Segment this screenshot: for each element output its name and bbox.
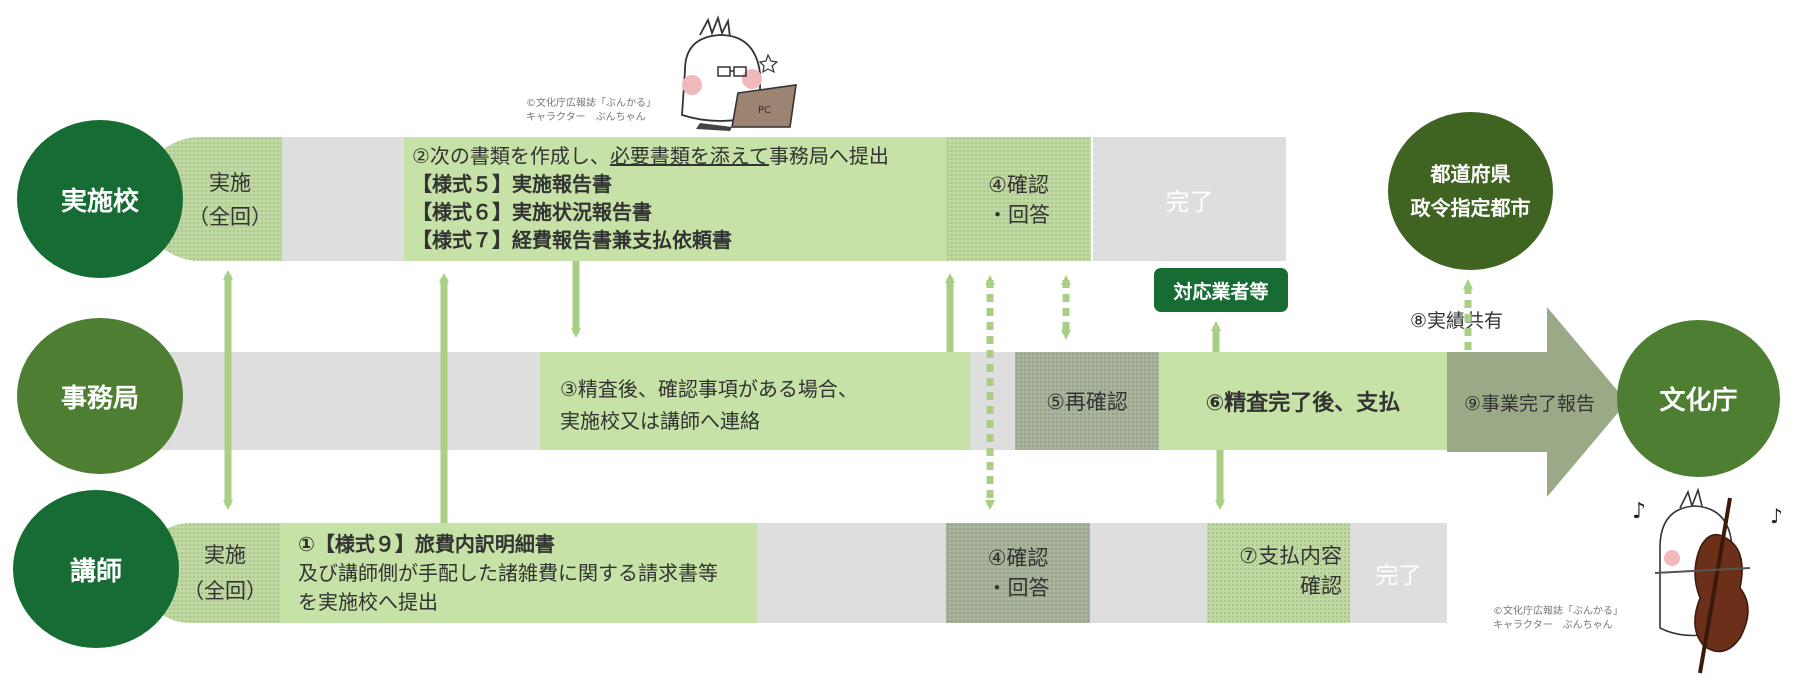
agency-circle: 文化庁 [1617,320,1780,477]
school-gap-1 [282,137,404,261]
lecturer-implement-label: 実施 （全回） [183,543,267,603]
lecturer-check-box: ④確認 ・回答 [946,523,1090,623]
lecturer-circle: 講師 [13,490,179,648]
mascot-cello-illustration: ♪ ♪ [1632,487,1783,674]
lecturer-step7-label: ⑦支払内容 確認 [1239,544,1342,598]
office-band [140,352,540,450]
school-circle: 実施校 [17,120,183,278]
school-check-label: ④確認 ・回答 [987,173,1050,227]
credit-top: ©文化庁広報誌「ぶんかる」 キャラクター ぶんちゃん [526,98,656,123]
office-step3-text: ③精査後、確認事項がある場合、 実施校又は講師へ連絡 [560,377,858,433]
office-step3-box [540,352,970,450]
lecturer-gap-1 [757,523,946,623]
lecturer-step1-box [280,523,757,623]
svg-text:♪: ♪ [1770,504,1783,528]
office-report-arrow [1447,307,1627,497]
prefecture-circle: 都道府県 政令指定都市 [1388,112,1553,270]
svg-text:PC: PC [758,105,771,116]
lecturer-gap-2 [1090,523,1207,623]
school-step2-text: ②次の書類を作成し、必要書類を添えて事務局へ提出 【様式５】実施報告書 【様式６… [412,144,889,252]
office-step9-label: ⑨事業完了報告 [1463,392,1596,415]
school-step2-box [404,137,946,261]
school-check-box [946,137,1091,261]
lecturer-step1-text: ①【様式９】旅費内訳明細書 及び講師側が手配した諸雑費に関する請求書等 を実施校… [298,532,718,614]
vendor-badge: 対応業者等 [1154,268,1288,312]
credit-bottom: ©文化庁広報誌「ぶんかる」 キャラクター ぶんちゃん [1493,606,1623,631]
mascot-pc-illustration: PC [681,15,797,131]
office-step5-box: ⑤再確認 [1015,352,1159,450]
lecturer-done-box: 完了 [1350,523,1447,623]
school-done-box: 完了 [1093,137,1286,261]
lecturer-step7-box [1207,523,1350,623]
office-step6-box: ⑥精査完了後、支払 [1159,352,1447,450]
svg-text:♪: ♪ [1632,499,1646,524]
office-circle: 事務局 [17,318,183,474]
school-implement-label: 実施 （全回） [188,171,272,229]
step8-label: ⑧実績共有 [1410,310,1504,332]
